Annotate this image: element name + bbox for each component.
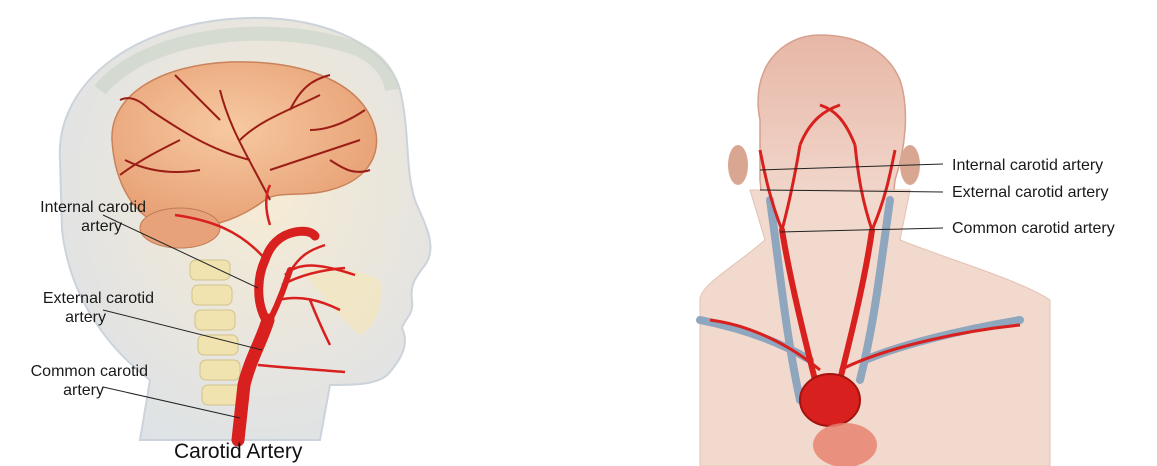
caption-carotid-artery: Carotid Artery (174, 440, 302, 464)
label-internal-line2: artery (6, 217, 146, 236)
label-common-line2: artery (6, 381, 148, 400)
cerebellum (140, 208, 220, 248)
aortic-arch (800, 374, 860, 426)
label-external-carotid: External carotid artery (6, 289, 154, 327)
right-neck-illustration: Internal carotid artery External carotid… (690, 0, 1157, 466)
label-external-line1: External carotid (6, 289, 154, 308)
right-label-internal-carotid: Internal carotid artery (952, 156, 1103, 175)
label-common-line1: Common carotid (6, 362, 148, 381)
label-internal-carotid: Internal carotid artery (6, 198, 146, 236)
left-head-illustration: Internal carotid artery External carotid… (0, 0, 460, 466)
heart (813, 423, 877, 466)
right-label-common-carotid: Common carotid artery (952, 219, 1115, 238)
left-ear (728, 145, 748, 185)
label-external-line2: artery (6, 308, 154, 327)
label-internal-line1: Internal carotid (6, 198, 146, 217)
right-label-external-carotid: External carotid artery (952, 183, 1109, 202)
label-common-carotid: Common carotid artery (6, 362, 148, 400)
